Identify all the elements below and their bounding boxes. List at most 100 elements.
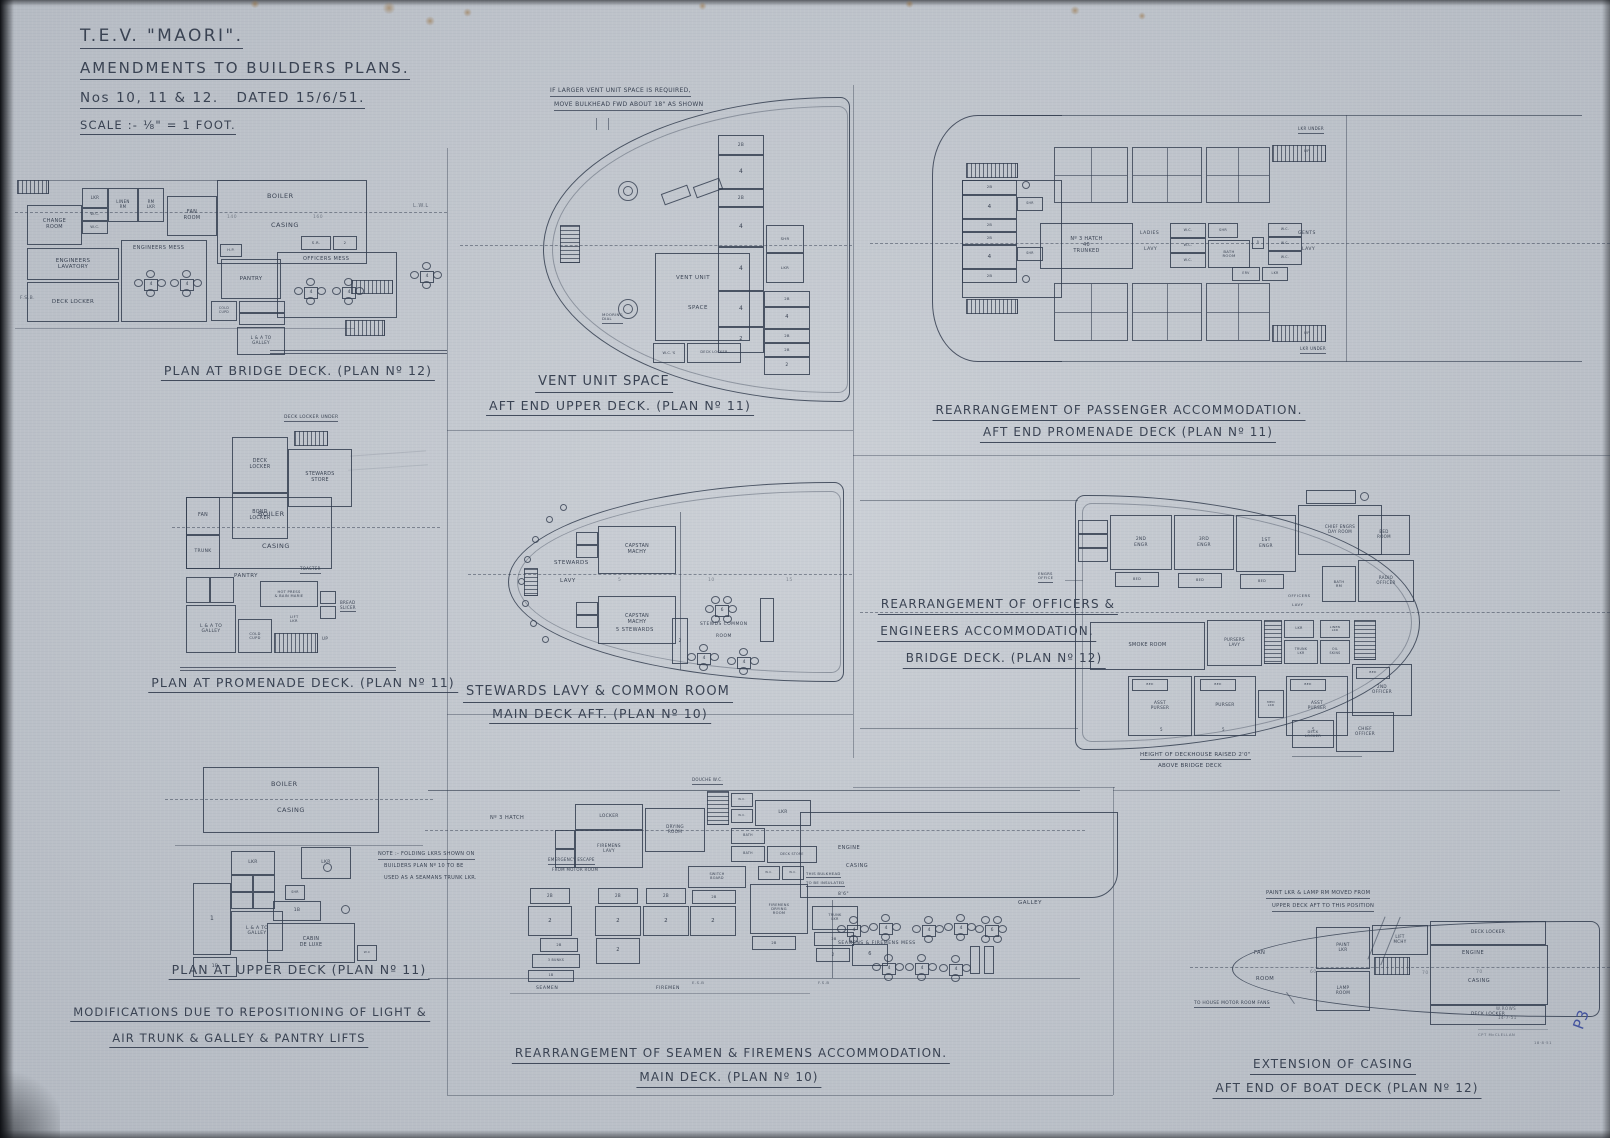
- room-label: GENTS: [1298, 231, 1316, 236]
- skylight-grid: [1206, 283, 1270, 341]
- frame-number: 70: [1422, 971, 1429, 976]
- room: BED: [1200, 679, 1236, 691]
- annotation-note: MOORING DIAL: [602, 312, 623, 324]
- room-label: CASING: [277, 806, 305, 814]
- room: BED: [1290, 679, 1326, 691]
- annotation-note: ABOVE BRIDGE DECK: [1158, 763, 1222, 769]
- frame-number: 160: [313, 215, 324, 220]
- porthole: [532, 536, 539, 543]
- panel-divider: [853, 85, 854, 758]
- room: LKR: [301, 847, 351, 879]
- room: W.C.: [782, 866, 804, 880]
- room: 2B: [692, 890, 736, 904]
- room: 2: [643, 906, 689, 936]
- plan-caption-1: PLAN AT BRIDGE DECK. (PLAN Nº 12): [160, 363, 436, 382]
- chair: [134, 279, 143, 287]
- chair: [710, 653, 719, 661]
- chair: [711, 615, 720, 623]
- room-label: FIREMEN: [656, 986, 680, 991]
- room-smoke-room: SMOKE ROOM: [1090, 622, 1205, 670]
- plan-caption-14: BRIDGE DECK. (PLAN Nº 12): [902, 651, 1106, 669]
- chair: [332, 287, 341, 295]
- room: W.C.: [758, 866, 780, 880]
- centerline: [425, 830, 1085, 831]
- plan-caption-12: REARRANGEMENT OF OFFICERS &: [877, 597, 1119, 615]
- room-label: UP: [1304, 330, 1311, 335]
- room-boiler-casing-upper: [203, 767, 379, 833]
- chair: [884, 954, 893, 962]
- sheet-edge-left: [0, 0, 14, 1138]
- room: LOCKER: [575, 804, 643, 830]
- room-label: ENGINE: [838, 845, 861, 851]
- room: BED: [1240, 574, 1284, 589]
- room: 2B: [530, 888, 570, 904]
- room: BED: [1115, 572, 1159, 587]
- grid-divider: [1055, 175, 1127, 176]
- chair: [750, 657, 759, 665]
- stair: [274, 633, 318, 653]
- room: W.C.: [731, 809, 753, 823]
- room: DECK LOCKER: [687, 343, 741, 363]
- chair: [193, 279, 202, 287]
- porthole: [323, 863, 332, 872]
- chair: [317, 287, 326, 295]
- chair: [981, 935, 990, 943]
- room: 4: [764, 307, 810, 329]
- porthole: [1022, 275, 1030, 283]
- room: S.R.: [301, 236, 331, 250]
- chair: [892, 923, 901, 931]
- room: 2B: [752, 936, 796, 950]
- porthole: [618, 299, 638, 319]
- room-label: BOILER: [271, 780, 298, 788]
- chair: [422, 281, 431, 289]
- chair: [881, 914, 890, 922]
- drawing-line: [1065, 580, 1083, 581]
- stair: [966, 299, 1018, 314]
- room-engineers-mess: [121, 240, 207, 322]
- porthole: [623, 304, 633, 314]
- drawing-line: [49, 180, 239, 181]
- annotation-note: USED AS A SEAMANS TRUNK LKR.: [384, 875, 477, 881]
- sheet-scale: SCALE :- ⅛" = 1 FOOT.: [80, 118, 236, 135]
- panel-divider: [853, 455, 1610, 456]
- grid-divider: [1207, 312, 1269, 313]
- annotation-note: IF LARGER VENT UNIT SPACE IS REQUIRED,: [550, 87, 691, 97]
- mess-table: 4: [905, 954, 937, 981]
- room: W.C.: [1170, 223, 1206, 238]
- centerline: [870, 243, 1610, 244]
- room: 2: [595, 906, 641, 936]
- room: 4: [718, 291, 764, 327]
- chair: [928, 963, 937, 971]
- room-label: STEWDS COMMON: [700, 622, 748, 627]
- room: 2: [672, 618, 688, 664]
- annotation-note: BREAD SLICER: [340, 600, 356, 613]
- room: [1078, 520, 1108, 534]
- room: 2B: [718, 189, 764, 207]
- room-label: Nº 3 HATCH: [490, 815, 525, 821]
- stair: [17, 180, 49, 194]
- stair: [524, 568, 538, 596]
- skylight-grid: [1054, 283, 1128, 341]
- plan-caption-17: EXTENSION OF CASING: [1250, 1057, 1416, 1075]
- room: SHR: [1017, 197, 1043, 211]
- room-label: F.S.B.: [20, 296, 36, 301]
- annotation-note: NOTE :- FOLDING LKRS SHOWN ON: [378, 851, 475, 860]
- chair: [727, 657, 736, 665]
- room: 1B: [528, 970, 574, 982]
- annotation-note: BUILDERS PLAN Nº 10 TO BE: [384, 863, 464, 869]
- drawing-line: [596, 118, 597, 130]
- room-label: W.ROWS: [1496, 1006, 1517, 1011]
